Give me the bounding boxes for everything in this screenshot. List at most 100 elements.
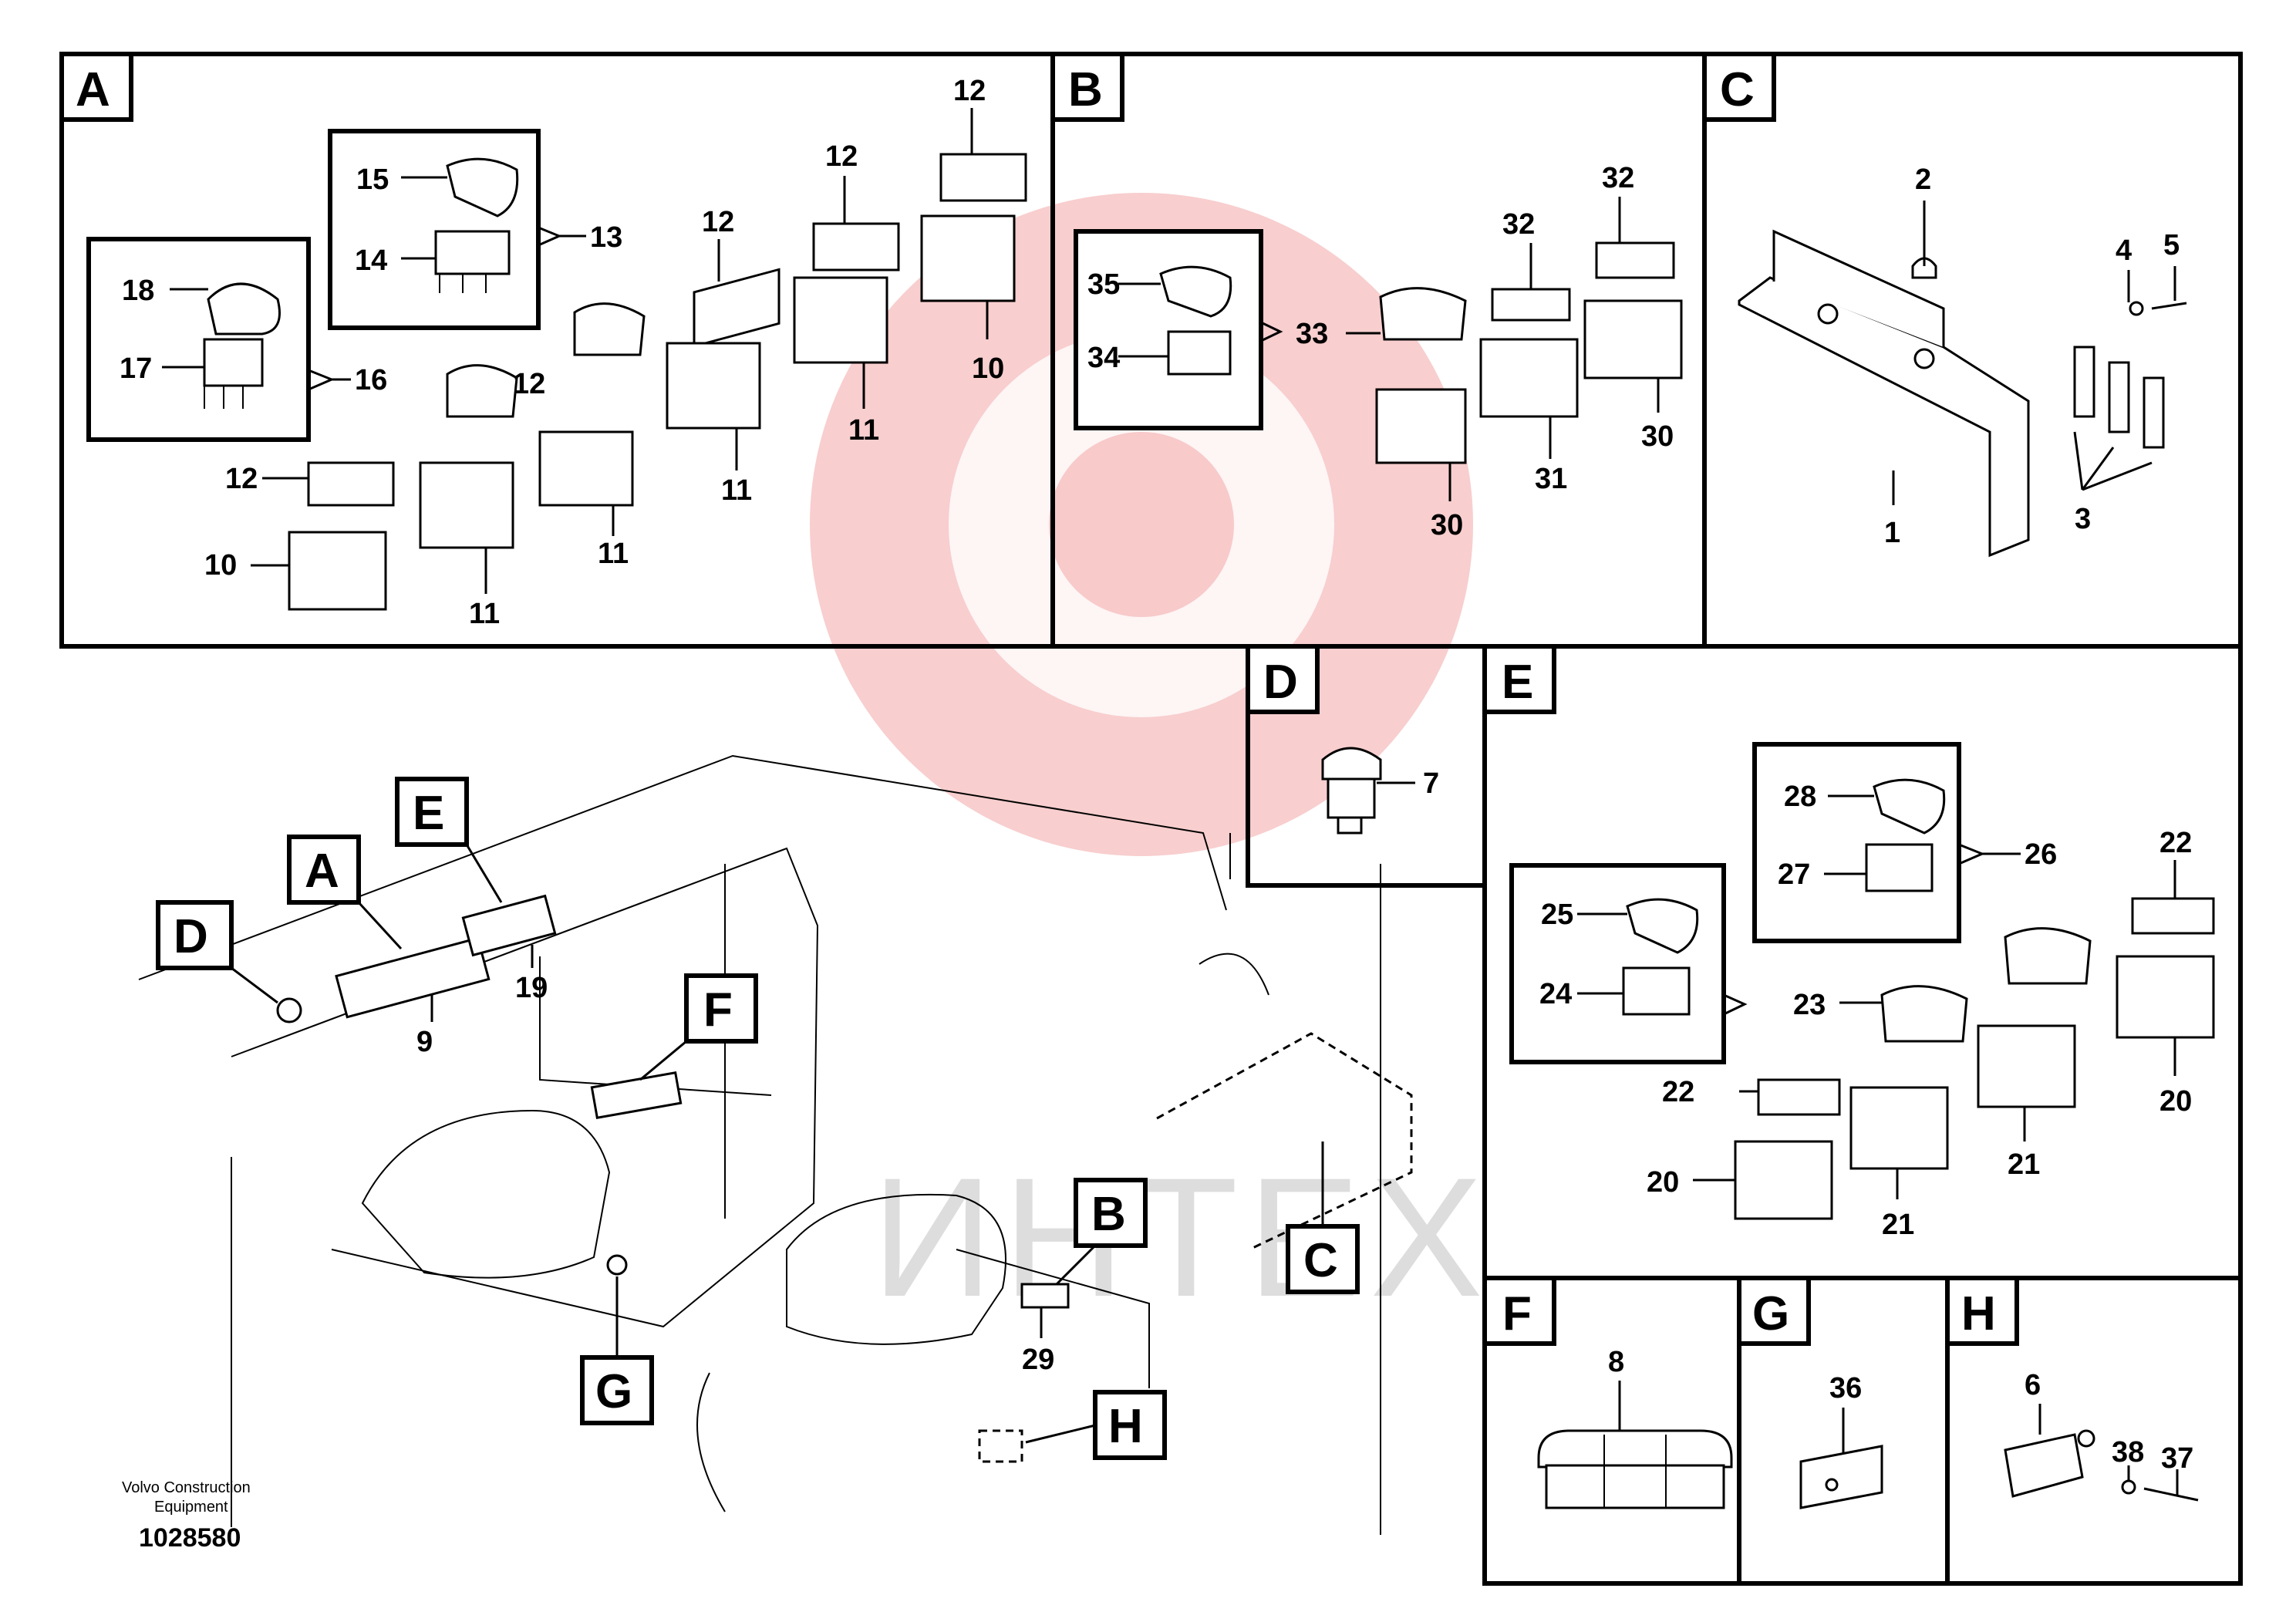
panel-b-switch-parts: 35 34 33 32 32 30 31 30 bbox=[1074, 162, 1683, 541]
drawing-number: 1028580 bbox=[139, 1523, 241, 1553]
cover-12-b bbox=[812, 222, 900, 271]
callout-11-a: 11 bbox=[848, 414, 879, 447]
callout-34: 34 bbox=[1087, 342, 1120, 374]
inset-33 bbox=[1074, 229, 1263, 430]
brand-line-1: Volvo Construction bbox=[122, 1479, 251, 1496]
callout-32-a: 32 bbox=[1502, 208, 1535, 241]
overview-label-g: G bbox=[580, 1276, 654, 1425]
cover-12-d bbox=[307, 461, 395, 507]
panel-e-frame bbox=[1482, 644, 2243, 1586]
watermark-text: ИНТЕХ bbox=[872, 1142, 1492, 1332]
switch-body-27 bbox=[1865, 843, 1934, 892]
bezel-10-a bbox=[920, 214, 1016, 302]
bracket-location bbox=[1156, 1032, 1413, 1251]
brand-line-2: Equipment bbox=[154, 1499, 228, 1516]
callout-22-a: 22 bbox=[2159, 827, 2192, 859]
callout-20-a: 20 bbox=[2159, 1085, 2192, 1118]
overview-label-c: C bbox=[1286, 1141, 1360, 1294]
socket-7 bbox=[1321, 747, 1382, 781]
callout-14: 14 bbox=[355, 244, 387, 277]
panel-h-module: 6 38 37 bbox=[2004, 1369, 2199, 1502]
screw-2 bbox=[1911, 257, 1937, 279]
overview-label-b: B bbox=[1055, 1178, 1148, 1286]
inset-23 bbox=[1509, 863, 1726, 1064]
plate-g bbox=[606, 1254, 628, 1276]
section-label-c: C bbox=[1702, 52, 1776, 122]
bezel-30-b bbox=[1583, 299, 1683, 379]
callout-35: 35 bbox=[1087, 268, 1120, 301]
callout-28: 28 bbox=[1784, 781, 1816, 813]
cover-12-a bbox=[693, 268, 781, 348]
switch-panel-8 bbox=[1537, 1429, 1733, 1469]
overview-label-e: E bbox=[395, 777, 503, 903]
callout-1: 1 bbox=[1884, 517, 1900, 549]
bezel-30-a bbox=[1375, 388, 1467, 464]
connector-3-b bbox=[2108, 361, 2130, 433]
rocker-cap-25 bbox=[1626, 898, 1699, 954]
rocker-16 bbox=[446, 364, 518, 418]
callout-10-b: 10 bbox=[204, 549, 237, 582]
washer-4 bbox=[2129, 301, 2144, 316]
callout-26: 26 bbox=[2025, 838, 2057, 871]
callout-18: 18 bbox=[122, 275, 154, 307]
section-label-d: D bbox=[1246, 644, 1320, 714]
svg-text:C: C bbox=[1303, 1234, 1338, 1287]
callout-4: 4 bbox=[2116, 234, 2132, 267]
callout-12-c: 12 bbox=[702, 206, 734, 238]
callout-19: 19 bbox=[515, 972, 548, 1004]
svg-text:F: F bbox=[703, 983, 733, 1037]
svg-text:C: C bbox=[1720, 63, 1755, 116]
callout-31: 31 bbox=[1535, 463, 1567, 495]
callout-38: 38 bbox=[2112, 1436, 2144, 1469]
bezel-31 bbox=[1479, 338, 1579, 418]
rocker-26 bbox=[2004, 927, 2092, 985]
switch-panel-9 bbox=[335, 936, 491, 1019]
callout-2: 2 bbox=[1915, 164, 1931, 196]
section-label-h: H bbox=[1945, 1276, 2019, 1346]
cover-32-b bbox=[1595, 241, 1675, 279]
inset-16 bbox=[86, 237, 311, 442]
svg-text:D: D bbox=[1263, 656, 1298, 709]
svg-text:H: H bbox=[1961, 1287, 1996, 1340]
bezel-11-a bbox=[538, 430, 634, 507]
section-label-b: B bbox=[1050, 52, 1124, 122]
callout-13: 13 bbox=[590, 221, 622, 254]
callout-10-a: 10 bbox=[972, 352, 1004, 385]
overview-label-d: D bbox=[156, 900, 278, 1004]
callout-22-b: 22 bbox=[1662, 1076, 1694, 1108]
callout-3: 3 bbox=[2075, 503, 2091, 535]
callout-27: 27 bbox=[1778, 858, 1810, 891]
section-label-f: F bbox=[1482, 1276, 1556, 1346]
inset-26 bbox=[1752, 742, 1961, 943]
svg-text:G: G bbox=[1752, 1287, 1789, 1340]
rocker-cap-18 bbox=[207, 282, 281, 336]
callout-12-e: 12 bbox=[513, 368, 545, 400]
callout-21-b: 21 bbox=[1882, 1209, 1914, 1241]
module-6 bbox=[2004, 1433, 2084, 1498]
callout-23: 23 bbox=[1793, 989, 1826, 1021]
callout-25: 25 bbox=[1541, 899, 1573, 931]
switch-panel-19 bbox=[461, 894, 557, 957]
panel-f-switch-panel: 8 bbox=[1537, 1346, 1733, 1509]
callout-12-b: 12 bbox=[825, 140, 858, 173]
overview-label-h: H bbox=[1025, 1390, 1167, 1460]
callout-15: 15 bbox=[356, 164, 389, 196]
panel-c-bracket-parts: 2 4 5 1 3 bbox=[1738, 164, 2187, 558]
panel-e-switch-parts: 28 27 26 25 24 23 22 22 20 20 21 21 bbox=[1509, 742, 2215, 1241]
svg-text:G: G bbox=[595, 1365, 632, 1418]
panel-d-socket: 7 bbox=[1321, 747, 1439, 835]
rocker-23 bbox=[1880, 985, 1968, 1043]
switch-body-34 bbox=[1167, 330, 1232, 376]
bezel-20-b bbox=[1734, 1140, 1833, 1220]
module-h bbox=[978, 1429, 1023, 1463]
callout-6: 6 bbox=[2025, 1369, 2041, 1401]
callout-36: 36 bbox=[1829, 1372, 1862, 1404]
callout-8: 8 bbox=[1608, 1346, 1624, 1378]
callout-11-d: 11 bbox=[469, 598, 500, 630]
svg-text:A: A bbox=[305, 845, 339, 898]
callout-16: 16 bbox=[355, 364, 387, 396]
panel-d-frame bbox=[1246, 644, 1487, 888]
switch-panel-f bbox=[590, 1071, 683, 1119]
callout-12-d: 12 bbox=[225, 463, 258, 495]
